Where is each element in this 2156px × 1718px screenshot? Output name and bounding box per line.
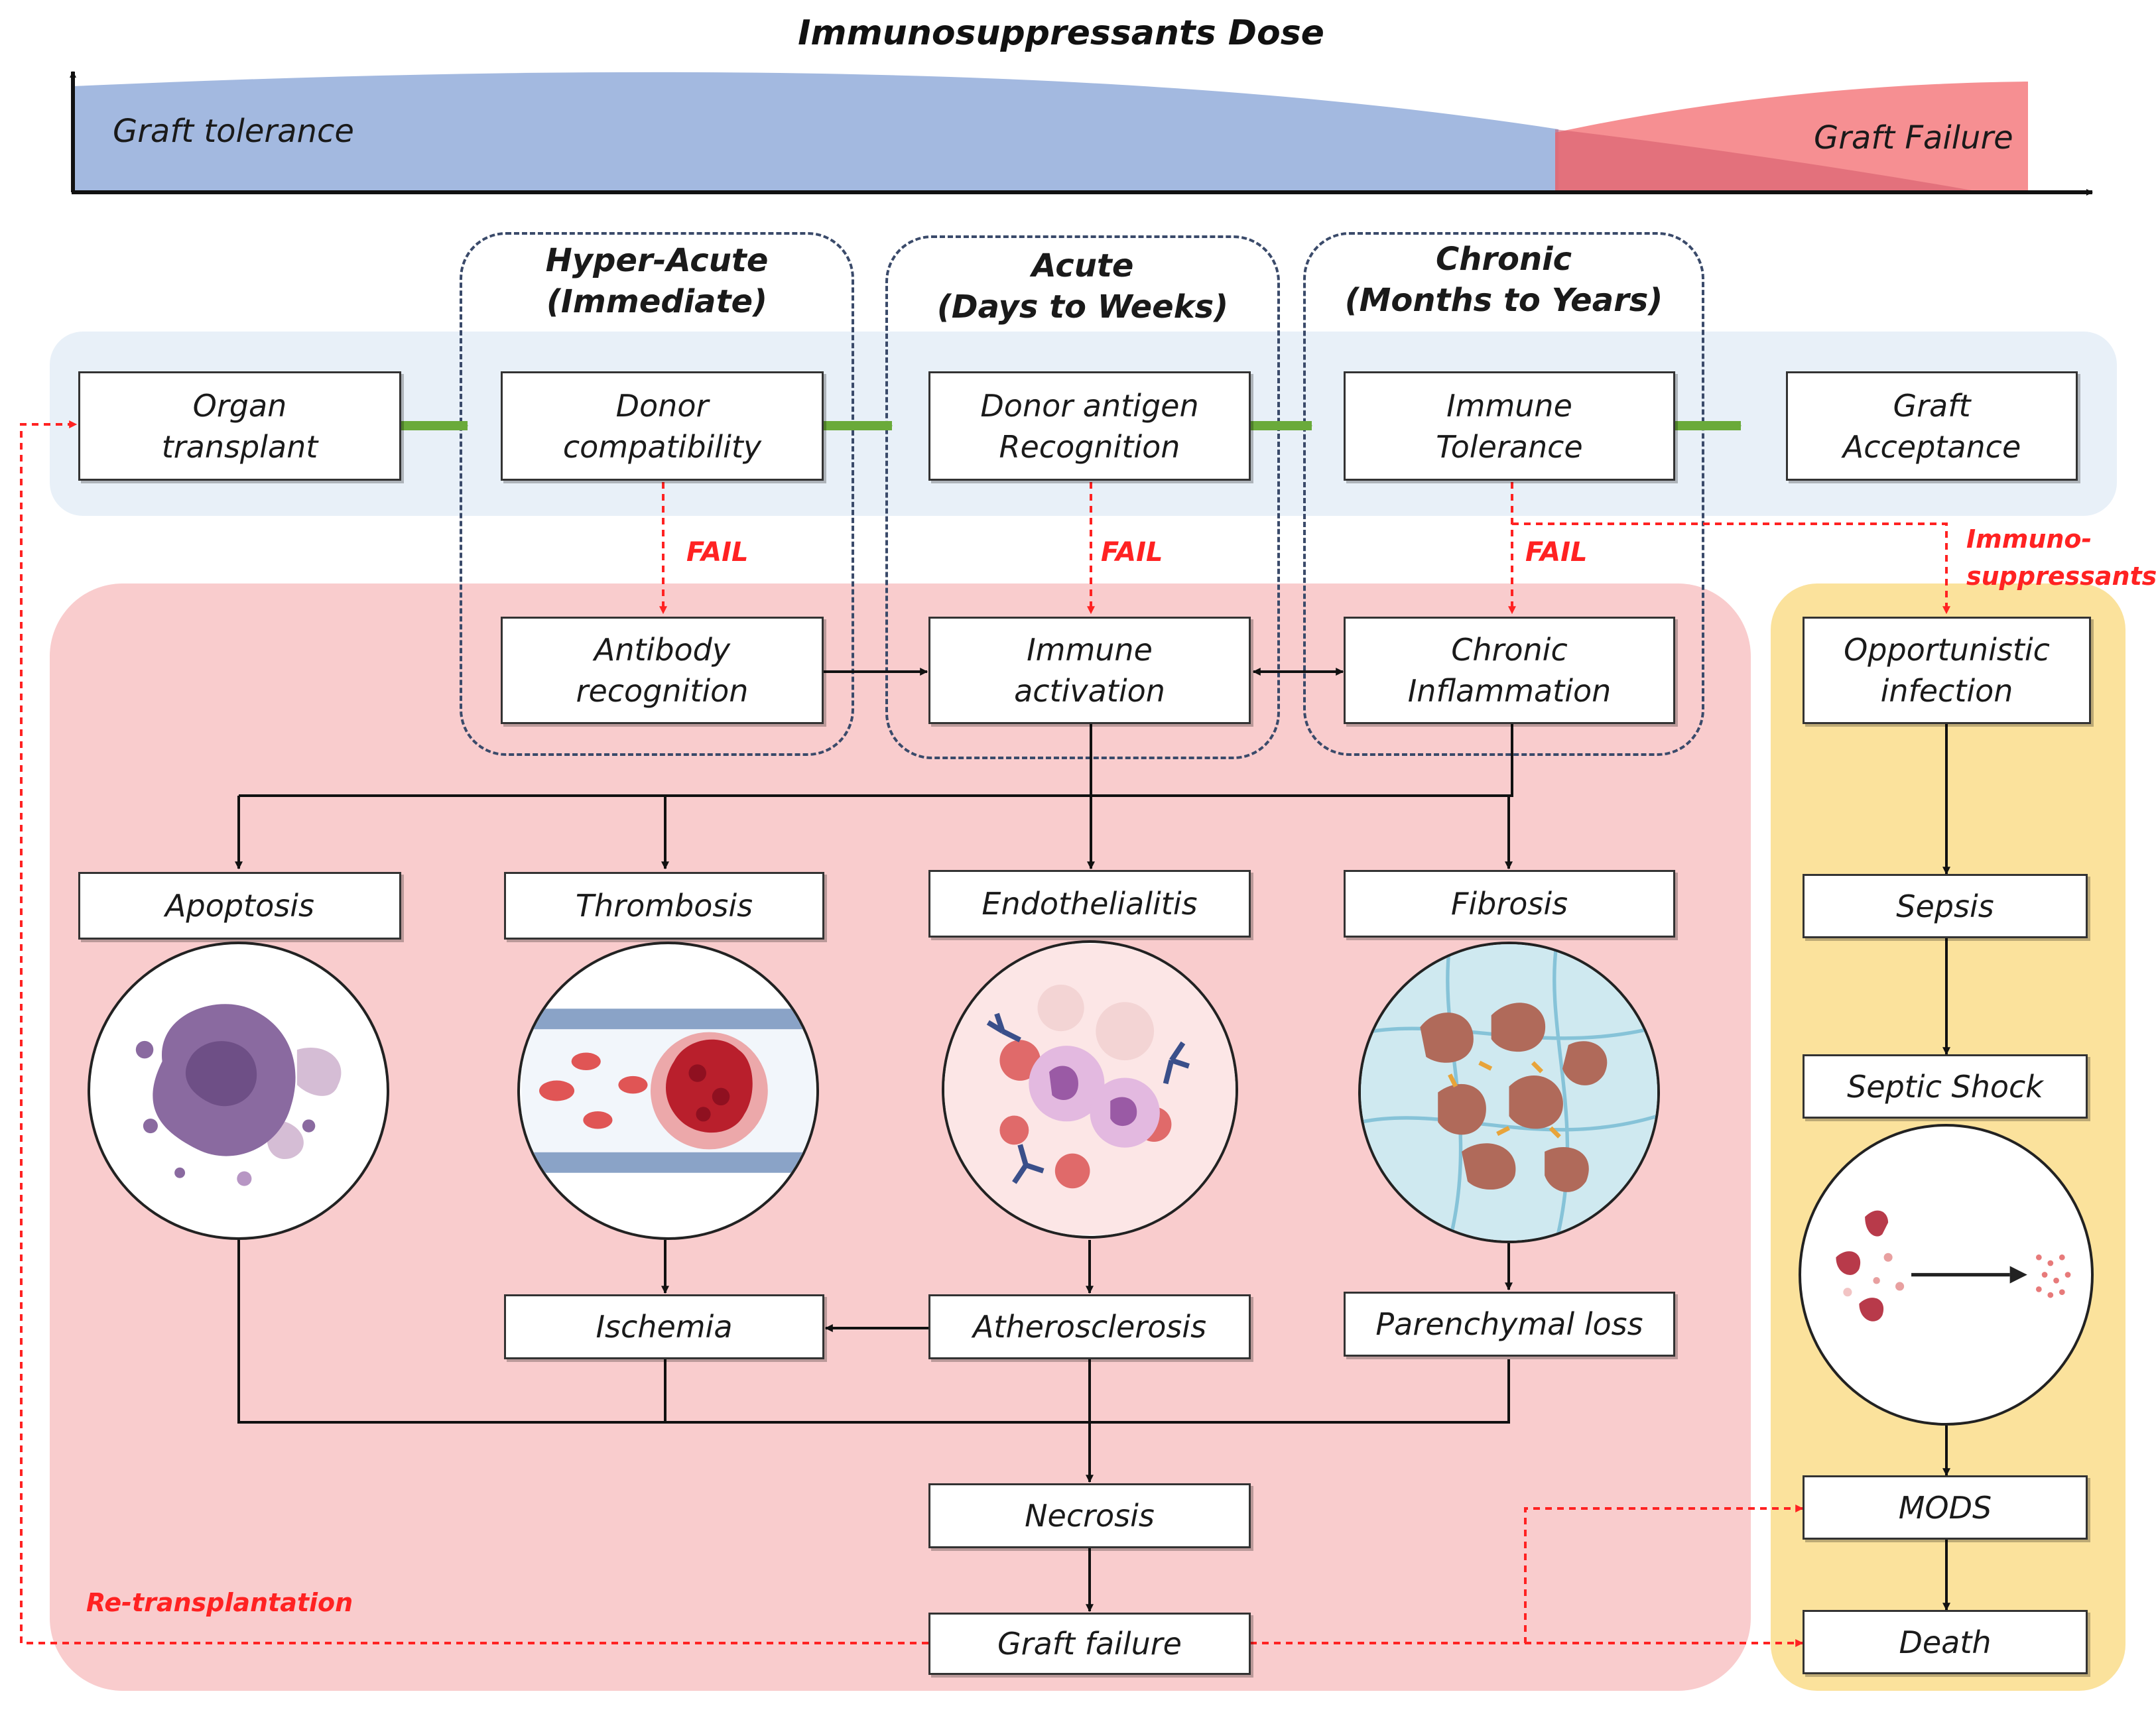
graft-failure-to-mods-arrow: [1250, 1504, 1804, 1644]
immune-tolerance-box: Immune Tolerance: [1344, 371, 1675, 481]
apoptosis-illustration: [88, 942, 389, 1240]
antibody-recognition-box: Antibody recognition: [501, 617, 824, 724]
endothelialitis-illustration: [942, 940, 1238, 1239]
sepsis-box: Sepsis: [1803, 874, 2088, 938]
donor-antigen-recognition-box: Donor antigen Recognition: [928, 371, 1251, 481]
thrombosis-illustration: [517, 942, 819, 1240]
apoptosis-box: Apoptosis: [78, 872, 401, 940]
parenchymal-loss-box: Parenchymal loss: [1344, 1292, 1675, 1357]
tolerance-area: [73, 72, 1558, 192]
graft-failure-box: Graft failure: [928, 1613, 1251, 1675]
fibrosis-illustration: [1358, 942, 1660, 1243]
atherosclerosis-box: Atherosclerosis: [928, 1294, 1251, 1359]
hyper-acute-phase: [460, 232, 854, 756]
organ-transplant-box: Organ transplant: [78, 371, 401, 481]
donor-compatibility-box: Donor compatibility: [501, 371, 824, 481]
fail-label-hyper: FAIL: [686, 537, 749, 568]
immunosuppressants-arrow: [1512, 522, 1950, 615]
mods-box: MODS: [1803, 1475, 2088, 1540]
fibrosis-box: Fibrosis: [1344, 870, 1675, 938]
acute-title: Acute (Days to Weeks): [936, 247, 1229, 326]
septic-shock-illustration: [1799, 1124, 2094, 1426]
graft-tolerance-label: Graft tolerance: [113, 113, 354, 150]
hyper-acute-title: Hyper-Acute (Immediate): [545, 242, 769, 320]
death-box: Death: [1803, 1610, 2088, 1674]
graft-acceptance-box: Graft Acceptance: [1786, 371, 2078, 481]
retransplant-arrow: [20, 420, 928, 1644]
thrombosis-box: Thrombosis: [504, 872, 824, 940]
dose-chart-title: Immunosuppressants Dose: [798, 13, 1324, 53]
chronic-title: Chronic (Months to Years): [1344, 241, 1663, 319]
acute-phase: [885, 235, 1280, 759]
necrosis-box: Necrosis: [928, 1483, 1251, 1548]
immunosuppressants-label: Immuno- suppressants: [1966, 524, 2156, 591]
endothelialitis-box: Endothelialitis: [928, 870, 1251, 938]
failure-tolerance-overlap: [1555, 129, 1983, 192]
ischemia-box: Ischemia: [504, 1294, 824, 1359]
chronic-phase: [1303, 232, 1704, 756]
fail-label-acute: FAIL: [1101, 537, 1163, 568]
chronic-inflammation-box: Chronic Inflammation: [1344, 617, 1675, 724]
retransplantation-label: Re-transplantation: [86, 1588, 353, 1617]
fail-label-chronic: FAIL: [1525, 537, 1588, 568]
graft-failure-label: Graft Failure: [1814, 119, 2013, 156]
septic-shock-box: Septic Shock: [1803, 1054, 2088, 1119]
immune-activation-box: Immune activation: [928, 617, 1251, 724]
opportunistic-infection-box: Opportunistic infection: [1803, 617, 2091, 724]
